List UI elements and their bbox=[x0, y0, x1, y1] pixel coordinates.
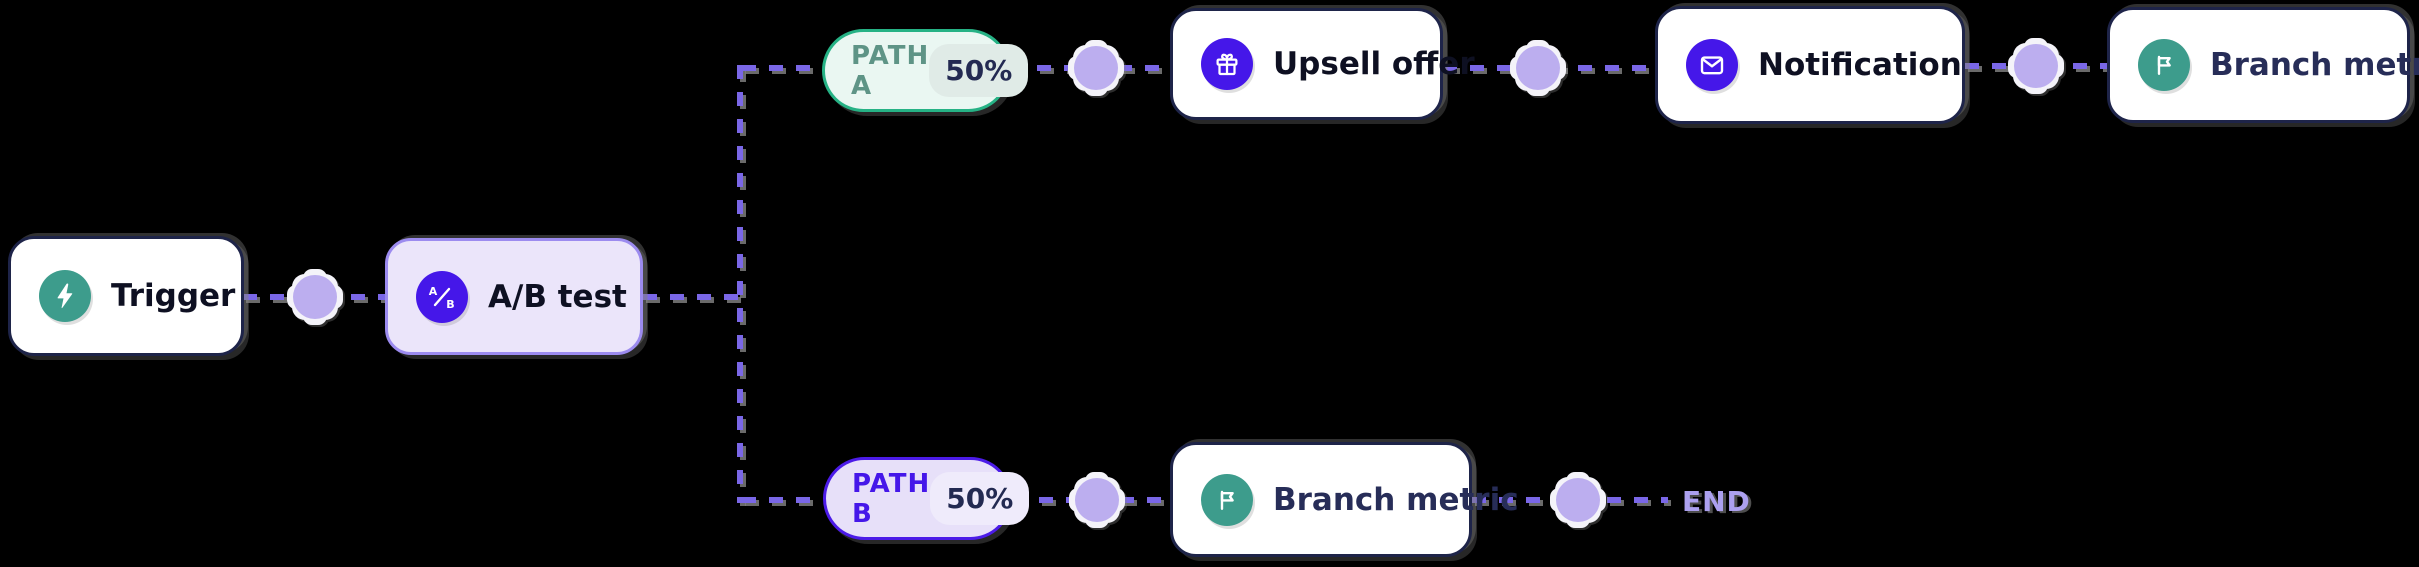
notification-node-label: Notification bbox=[1758, 47, 1962, 83]
connector-dot-icon bbox=[1075, 478, 1119, 522]
envelope-icon bbox=[1686, 39, 1738, 91]
connector-dot-icon bbox=[2014, 44, 2058, 88]
ab-test-node[interactable]: A B A/B test bbox=[385, 238, 643, 355]
add-step-connector[interactable] bbox=[1069, 472, 1125, 528]
svg-text:A: A bbox=[429, 285, 438, 298]
add-step-connector[interactable] bbox=[1068, 40, 1124, 96]
branch-metric-node-label: Branch metric bbox=[2210, 47, 2419, 83]
connector-dot-icon bbox=[1074, 46, 1118, 90]
ab-test-node-label: A/B test bbox=[488, 278, 627, 315]
flag-icon bbox=[2138, 39, 2190, 91]
notification-node[interactable]: Notification bbox=[1655, 6, 1965, 124]
connector-line bbox=[643, 294, 742, 300]
trigger-node[interactable]: Trigger bbox=[8, 236, 244, 356]
path-b-percent-chip: 50% bbox=[930, 472, 1030, 525]
connector-dot-icon bbox=[1516, 46, 1560, 90]
branch-connector-line bbox=[737, 65, 743, 503]
gift-icon bbox=[1201, 38, 1253, 90]
add-step-connector[interactable] bbox=[1550, 472, 1606, 528]
add-step-connector[interactable] bbox=[287, 269, 343, 325]
path-b-badge[interactable]: PATH B 50% bbox=[823, 457, 1030, 540]
branch-metric-node-path-a[interactable]: Branch metric bbox=[2107, 7, 2419, 123]
end-terminal-label: END bbox=[1682, 485, 1751, 518]
connector-dot-icon bbox=[293, 275, 337, 319]
branch-metric-node-label: Branch metric bbox=[1273, 481, 1519, 518]
flag-icon bbox=[1201, 473, 1253, 526]
path-a-label: PATH A bbox=[851, 40, 930, 101]
path-a-percent-chip: 50% bbox=[929, 44, 1029, 97]
path-b-label: PATH B bbox=[852, 468, 931, 529]
connector-line bbox=[742, 65, 822, 71]
ab-split-icon: A B bbox=[416, 270, 468, 323]
lightning-bolt-icon bbox=[39, 270, 91, 322]
path-a-badge[interactable]: PATH A 50% bbox=[822, 29, 1029, 112]
upsell-offer-node-label: Upsell offer bbox=[1273, 46, 1475, 82]
add-step-connector[interactable] bbox=[2008, 38, 2064, 94]
svg-text:B: B bbox=[446, 298, 454, 311]
branch-metric-node-path-b[interactable]: Branch metric bbox=[1170, 442, 1519, 557]
connector-dot-icon bbox=[1556, 478, 1600, 522]
trigger-node-label: Trigger bbox=[111, 278, 236, 314]
add-step-connector[interactable] bbox=[1510, 40, 1566, 96]
upsell-offer-node[interactable]: Upsell offer bbox=[1170, 8, 1475, 120]
connector-line bbox=[742, 497, 823, 503]
